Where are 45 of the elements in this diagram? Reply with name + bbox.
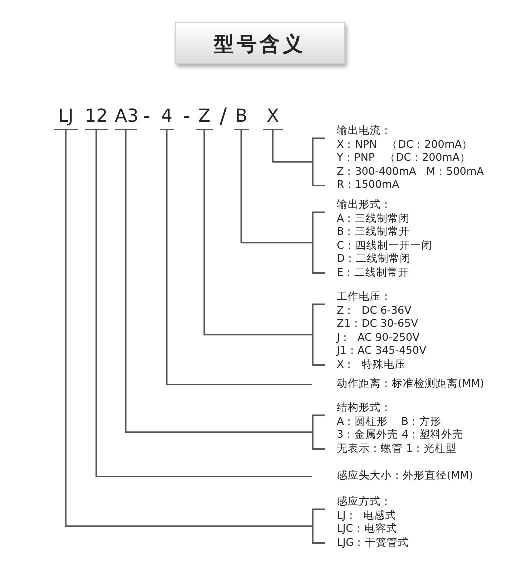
option-heading: 结构形式： <box>337 402 392 416</box>
option-line: Z1：DC 30-65V <box>337 318 418 332</box>
option-line: X：NPN （DC：200mA） <box>337 138 474 152</box>
option-line: A：圆柱形 B：方形 <box>337 416 442 429</box>
code-segment: 4 <box>160 103 174 130</box>
option-line: LJ： 电感式 <box>337 510 397 523</box>
separator-sign: - <box>143 103 151 130</box>
option-line: Z： DC 6-36V <box>337 304 412 318</box>
option-line: X： 特殊电压 <box>337 358 406 372</box>
option-line: E：二线制常开 <box>337 266 410 280</box>
option-heading: 输出形式： <box>337 199 392 212</box>
code-segment: LJ <box>54 103 78 130</box>
connector-line <box>65 130 312 528</box>
code-segment: X <box>263 103 283 130</box>
option-line: J： AC 90-250V <box>337 332 420 345</box>
title-box: 型号含义 <box>175 22 345 64</box>
code-segment: B <box>234 103 249 130</box>
option-line: 无表示：螺管 1：光柱型 <box>337 442 458 456</box>
option-line: 3：金属外壳 4：塑料外壳 <box>337 429 464 442</box>
option-heading: 感应方式： <box>337 496 392 510</box>
connector-line <box>166 130 312 386</box>
separator-sign: - <box>183 103 191 130</box>
option-line: R：1500mA <box>337 179 400 192</box>
option-heading: 工作电压： <box>337 291 392 304</box>
connector-line <box>125 130 312 434</box>
option-line: J1：AC 345-450V <box>337 345 426 358</box>
description-text: 感应头大小：外形直径(MM) <box>337 470 474 484</box>
option-line: A：三线制常闭 <box>337 212 410 226</box>
connector-line <box>240 130 312 244</box>
connector-line <box>204 130 312 336</box>
option-line: LJC：电容式 <box>337 523 398 536</box>
connector-line <box>96 130 312 478</box>
option-line: B：三线制常开 <box>337 226 410 240</box>
option-heading: 输出电流： <box>337 125 392 138</box>
description-text: 动作距离：标准检测距离(MM) <box>337 378 484 392</box>
code-segment: 12 <box>85 103 108 130</box>
code-segment: A3 <box>115 103 137 130</box>
option-line: Z：300-400mA M：500mA <box>337 166 484 179</box>
separator-sign: / <box>220 103 228 130</box>
option-line: D：二线制常闭 <box>337 253 412 266</box>
option-line: C：四线制一开一闭 <box>337 240 432 253</box>
code-segment: Z <box>196 103 213 130</box>
option-line: Y：PNP （DC：200mA） <box>337 152 471 166</box>
option-line: LJG：干簧管式 <box>337 536 410 550</box>
connector-line <box>272 130 312 163</box>
